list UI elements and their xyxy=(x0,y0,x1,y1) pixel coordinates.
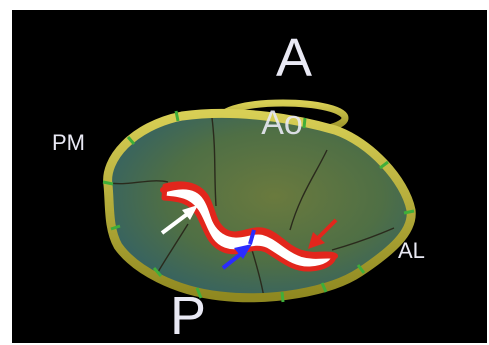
annulus-marker xyxy=(103,182,113,184)
label-posterior: P xyxy=(170,286,206,345)
annulus-marker xyxy=(304,118,305,128)
annulus-marker xyxy=(282,292,283,302)
label-aorta: Ao xyxy=(261,104,303,142)
label-posteromedial: PM xyxy=(52,130,85,155)
label-anterolateral: AL xyxy=(398,238,425,263)
label-anterior: A xyxy=(276,28,312,88)
annulus-marker xyxy=(404,211,414,213)
annulus-marker xyxy=(176,111,178,121)
